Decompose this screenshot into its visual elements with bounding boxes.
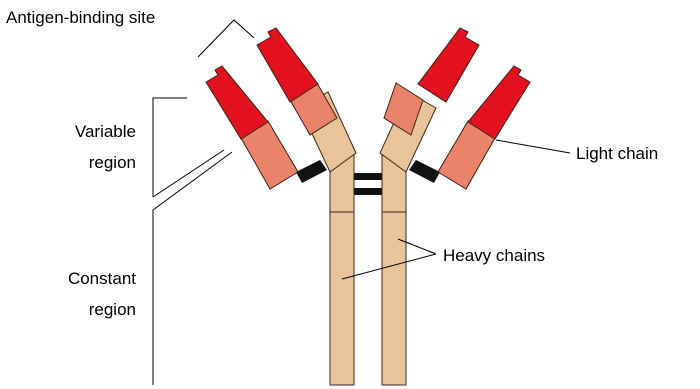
right-arm	[380, 28, 530, 189]
variable-region-bracket	[153, 98, 187, 197]
variable-region-label-line1: Variable	[75, 122, 136, 141]
constant-region-label-line2: region	[89, 300, 136, 319]
left-disulfide-bond	[296, 160, 327, 183]
hinge-bond-lower	[354, 188, 382, 195]
heavy-chain-stems	[330, 153, 406, 385]
left-light-chain-variable-upper	[206, 66, 268, 139]
heavy-chains-label: Heavy chains	[443, 246, 545, 265]
heavy-chain-right-stem-lower	[382, 212, 406, 385]
antigen-binding-site-label: Antigen-binding site	[6, 8, 155, 27]
left-arm	[206, 28, 356, 189]
antigen-binding-site-bracket	[198, 20, 254, 57]
variable-region-connector	[153, 150, 224, 197]
right-light-chain-variable-upper	[468, 66, 530, 139]
hinge-bond-upper	[354, 173, 382, 180]
variable-region-label-line2: region	[89, 153, 136, 172]
heavy-chain-left-stem-lower	[330, 212, 354, 385]
constant-region-label-line1: Constant	[68, 269, 136, 288]
constant-region-bracket	[153, 152, 232, 385]
light-chain-pointer	[496, 140, 570, 153]
light-chain-label: Light chain	[576, 144, 658, 163]
right-heavy-chain-variable-upper	[418, 28, 479, 102]
hinge-disulfide-bonds	[354, 173, 382, 195]
right-disulfide-bond	[409, 160, 440, 183]
